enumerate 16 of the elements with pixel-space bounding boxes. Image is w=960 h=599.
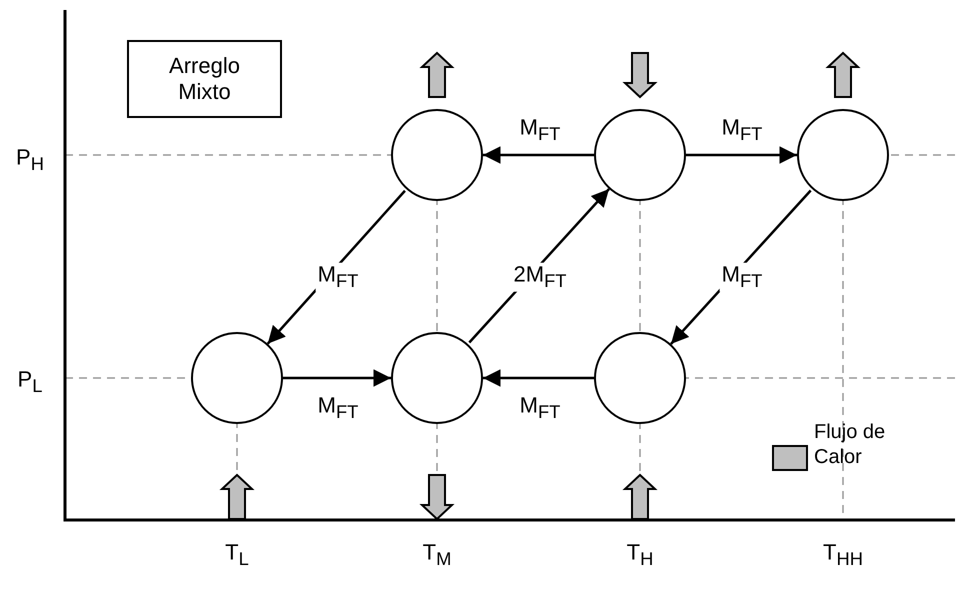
arrow <box>686 146 797 164</box>
legend-text: Flujo de Calor <box>814 420 886 470</box>
edge-label: M$_{FT}$ <box>316 262 360 292</box>
axis-label: T$_{H}$ <box>626 540 654 570</box>
axis-label: T$_{HH}$ <box>823 540 863 570</box>
edge-label: M$_{FT}$ <box>720 262 764 292</box>
title-box <box>127 40 282 118</box>
edge-label: 2M$_{FT}$ <box>512 262 568 292</box>
axis-label: P$_{H}$ <box>16 146 44 174</box>
axis-label: P$_{L}$ <box>18 368 42 396</box>
axis-label: T$_{L}$ <box>225 540 249 570</box>
axis-label: T$_{M}$ <box>422 540 452 570</box>
arrow <box>283 369 391 387</box>
box-title: Arreglo Mixto <box>168 53 241 105</box>
arrow <box>483 146 594 164</box>
arrow <box>483 369 594 387</box>
